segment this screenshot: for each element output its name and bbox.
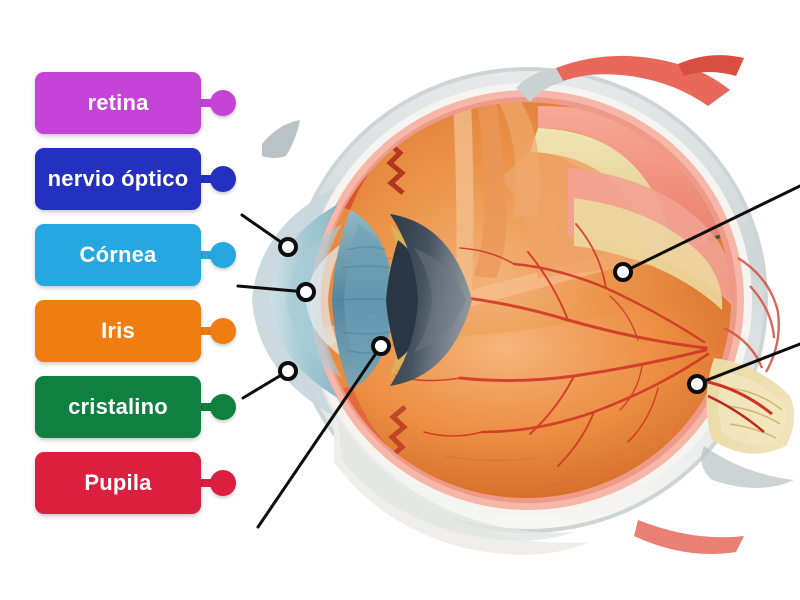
label-row-retina: retina <box>35 72 245 134</box>
label-text-pupila: Pupila <box>84 470 152 495</box>
connector-knob-cornea[interactable] <box>210 242 236 268</box>
connector-knob-iris[interactable] <box>210 318 236 344</box>
drop-target-retina[interactable] <box>613 262 633 282</box>
drop-target-nervio[interactable] <box>687 374 707 394</box>
eye-diagram-svg <box>252 55 795 555</box>
retinal-vessels <box>385 223 710 467</box>
drop-target-iris[interactable] <box>296 282 316 302</box>
label-chip-nervio-optico[interactable]: nervio óptico <box>35 148 201 210</box>
sclera-lower-group <box>334 416 590 555</box>
lens-group <box>390 214 472 386</box>
label-text-iris: Iris <box>101 318 135 343</box>
label-chip-retina[interactable]: retina <box>35 72 201 134</box>
drop-target-markers <box>278 237 707 394</box>
drop-target-cornea[interactable] <box>278 237 298 257</box>
label-row-nervio-optico: nervio óptico <box>35 148 245 210</box>
label-row-cristalino: cristalino <box>35 376 245 438</box>
label-text-retina: retina <box>87 90 149 115</box>
label-row-cornea: Córnea <box>35 224 245 286</box>
label-text-cristalino: cristalino <box>68 394 168 419</box>
label-chip-cristalino[interactable]: cristalino <box>35 376 201 438</box>
label-row-iris: Iris <box>35 300 245 362</box>
connector-knob-nervio-optico[interactable] <box>210 166 236 192</box>
label-text-cornea: Córnea <box>79 242 157 267</box>
muscle-group <box>262 55 744 554</box>
drop-target-pupila[interactable] <box>278 361 298 381</box>
eye-cross-section-image <box>238 28 800 573</box>
connector-knob-retina[interactable] <box>210 90 236 116</box>
label-chip-cornea[interactable]: Córnea <box>35 224 201 286</box>
label-list: retina nervio óptico Córnea Iris <box>35 72 245 528</box>
label-chip-pupila[interactable]: Pupila <box>35 452 201 514</box>
connector-knob-cristalino[interactable] <box>210 394 236 420</box>
connector-knob-pupila[interactable] <box>210 470 236 496</box>
label-text-nervio-optico: nervio óptico <box>47 166 189 191</box>
label-row-pupila: Pupila <box>35 452 245 514</box>
label-chip-iris[interactable]: Iris <box>35 300 201 362</box>
drop-target-cristalino[interactable] <box>371 336 391 356</box>
